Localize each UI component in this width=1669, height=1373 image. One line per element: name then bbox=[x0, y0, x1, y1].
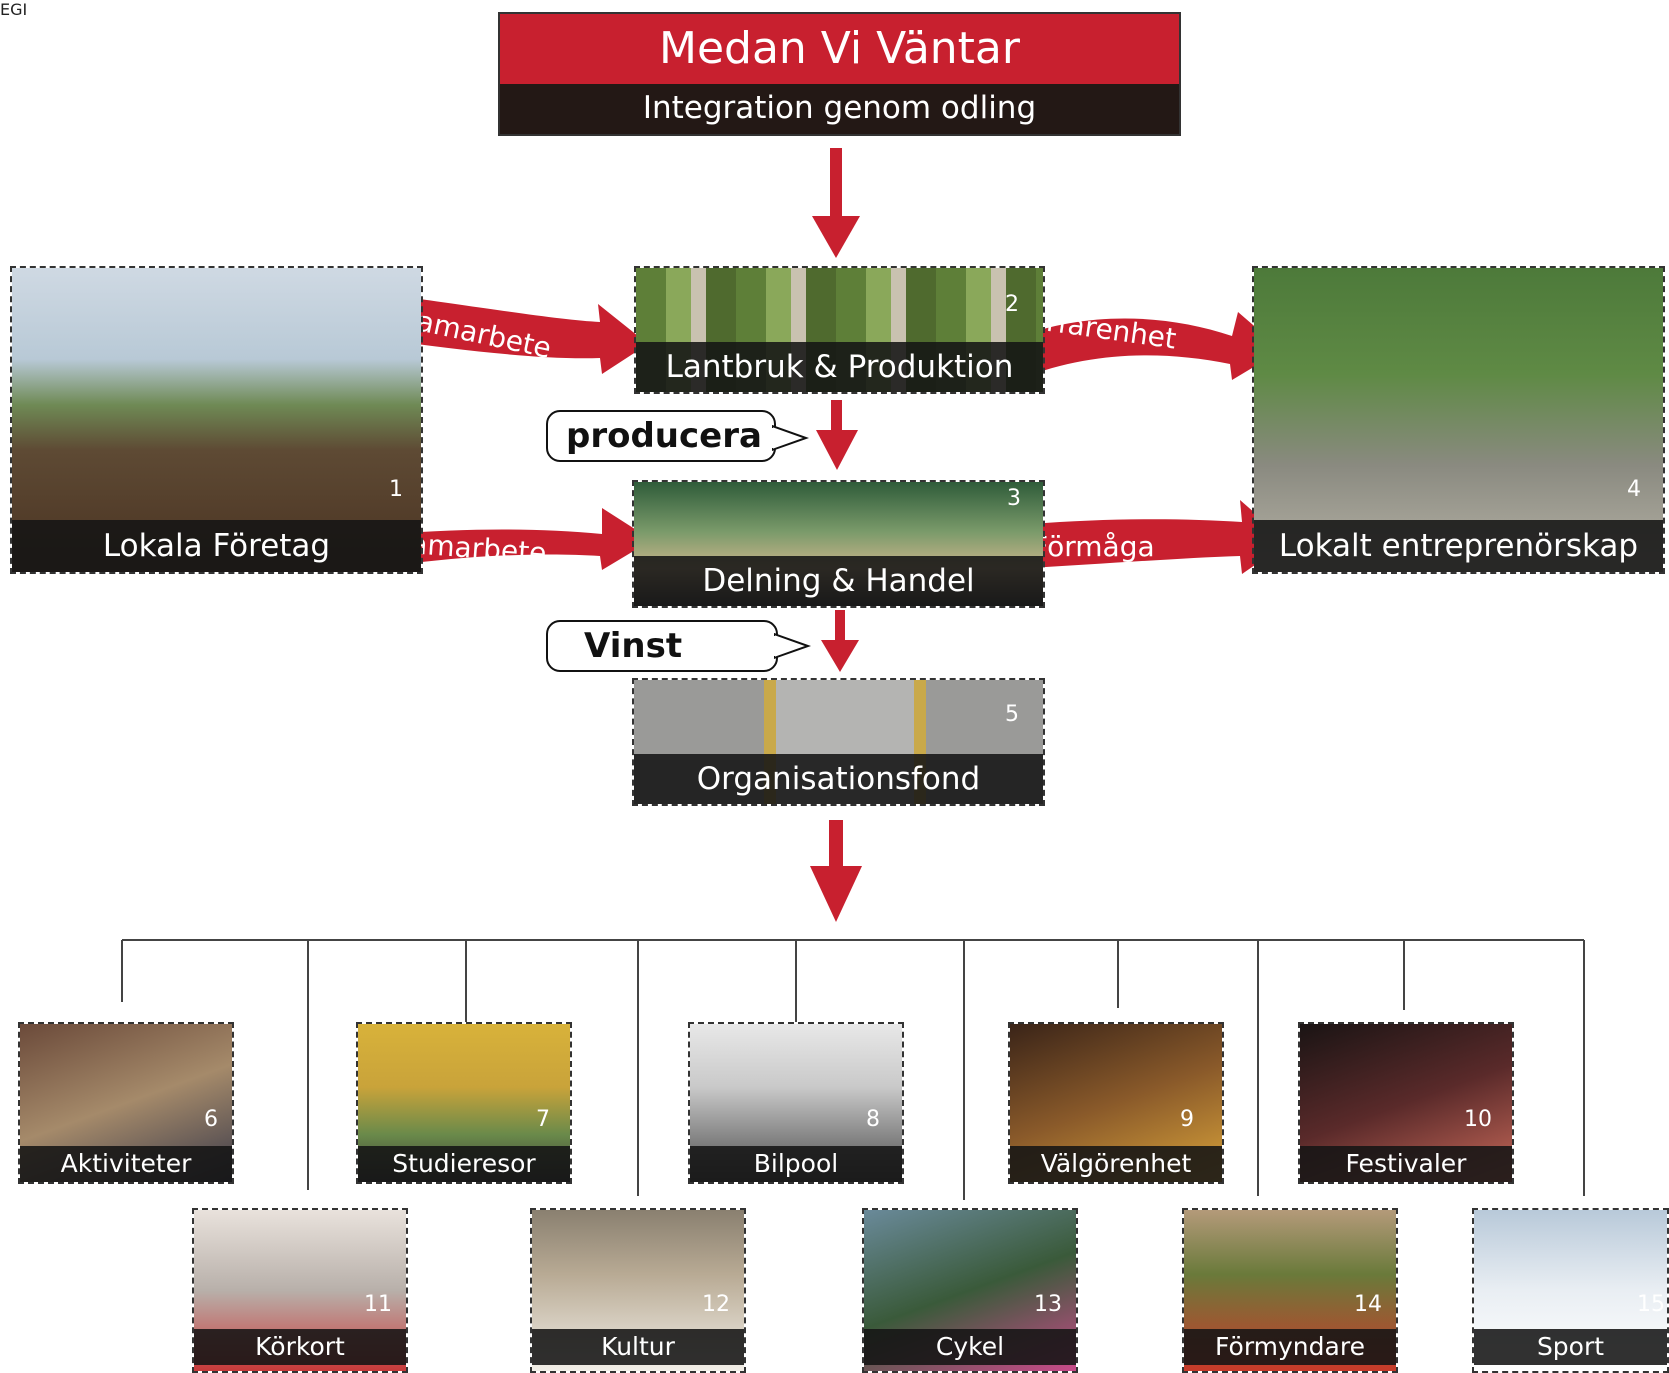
bubble-vinst: Vinst bbox=[546, 620, 778, 672]
arrow-fund-to-outputs bbox=[810, 820, 862, 922]
node-number: 3 bbox=[1007, 486, 1021, 511]
output-bilpool: 8 Bilpool bbox=[688, 1022, 904, 1184]
node-label: Delning & Handel bbox=[634, 556, 1043, 606]
output-label: Kultur bbox=[532, 1329, 744, 1365]
arrow-label-formaga: Förmåga bbox=[1032, 530, 1155, 563]
bubble-vinst-text: Vinst bbox=[584, 626, 683, 666]
output-number: 12 bbox=[702, 1292, 730, 1317]
output-label: Bilpool bbox=[690, 1146, 902, 1182]
output-number: 10 bbox=[1464, 1107, 1492, 1132]
bubble-vinst-tail bbox=[774, 632, 812, 660]
title-block: Medan Vi Väntar Integration genom odling bbox=[498, 12, 1181, 136]
node-number: 5 bbox=[1005, 702, 1019, 727]
arrow-farm-to-trade bbox=[816, 400, 858, 470]
node-lantbruk: 2 Lantbruk & Produktion bbox=[634, 266, 1045, 394]
node-label: Lantbruk & Produktion bbox=[636, 342, 1043, 392]
node-label: Lokala Företag bbox=[12, 520, 421, 572]
output-number: 11 bbox=[364, 1292, 392, 1317]
output-kultur: 12 Kultur bbox=[530, 1208, 746, 1373]
node-number: 1 bbox=[389, 477, 403, 502]
diagram-title: Medan Vi Väntar bbox=[500, 14, 1179, 84]
node-delning: 3 Delning & Handel bbox=[632, 480, 1045, 608]
arrow-samarbete-top bbox=[372, 296, 648, 374]
output-number: 6 bbox=[204, 1107, 218, 1132]
arrow-trade-to-fund bbox=[821, 610, 859, 672]
bubble-producera-tail bbox=[772, 424, 810, 452]
down-arrows bbox=[810, 148, 862, 922]
output-label: Studieresor bbox=[358, 1146, 570, 1182]
diagram-subtitle: Integration genom odling bbox=[500, 84, 1179, 134]
node-number: 2 bbox=[1005, 292, 1019, 317]
output-cykel: 13 Cykel bbox=[862, 1208, 1078, 1373]
corner-label: EGI bbox=[0, 0, 28, 19]
output-label: Aktiviteter bbox=[20, 1146, 232, 1182]
output-label: Välgörenhet bbox=[1010, 1146, 1222, 1182]
output-label: Sport bbox=[1474, 1329, 1667, 1365]
output-festivaler: 10 Festivaler bbox=[1298, 1022, 1514, 1184]
output-number: 14 bbox=[1354, 1292, 1382, 1317]
node-label: Organisationsfond bbox=[634, 754, 1043, 804]
node-lokala-foretag: 1 Lokala Företag bbox=[10, 266, 423, 574]
output-number: 9 bbox=[1180, 1107, 1194, 1132]
bubble-producera-text: producera bbox=[566, 416, 762, 456]
output-studieresor: 7 Studieresor bbox=[356, 1022, 572, 1184]
node-number: 4 bbox=[1627, 477, 1641, 502]
output-label: Festivaler bbox=[1300, 1146, 1512, 1182]
tree-lines bbox=[121, 939, 1585, 1200]
output-label: Förmyndare bbox=[1184, 1329, 1396, 1365]
bubble-producera: producera bbox=[546, 410, 776, 462]
node-label: Lokalt entreprenörskap bbox=[1254, 520, 1663, 572]
node-organisationsfond: 5 Organisationsfond bbox=[632, 678, 1045, 806]
output-aktiviteter: 6 Aktiviteter bbox=[18, 1022, 234, 1184]
side-arrows bbox=[372, 296, 1288, 574]
output-korkort: 11 Körkort bbox=[192, 1208, 408, 1373]
arrow-erfarenhet bbox=[1010, 312, 1282, 380]
output-number: 8 bbox=[866, 1107, 880, 1132]
output-valgorenhet: 9 Välgörenhet bbox=[1008, 1022, 1224, 1184]
arrow-samarbete-bottom bbox=[392, 508, 652, 570]
output-number: 15 bbox=[1637, 1292, 1665, 1317]
output-label: Cykel bbox=[864, 1329, 1076, 1365]
arrow-formaga bbox=[1030, 500, 1288, 574]
arrow-title-to-farm bbox=[812, 148, 860, 258]
node-lokalt-entreprenorskap: 4 Lokalt entreprenörskap bbox=[1252, 266, 1665, 574]
output-formyndare: 14 Förmyndare bbox=[1182, 1208, 1398, 1373]
output-sport: 15 Sport bbox=[1472, 1208, 1669, 1373]
output-number: 7 bbox=[536, 1107, 550, 1132]
output-label: Körkort bbox=[194, 1329, 406, 1365]
output-number: 13 bbox=[1034, 1292, 1062, 1317]
